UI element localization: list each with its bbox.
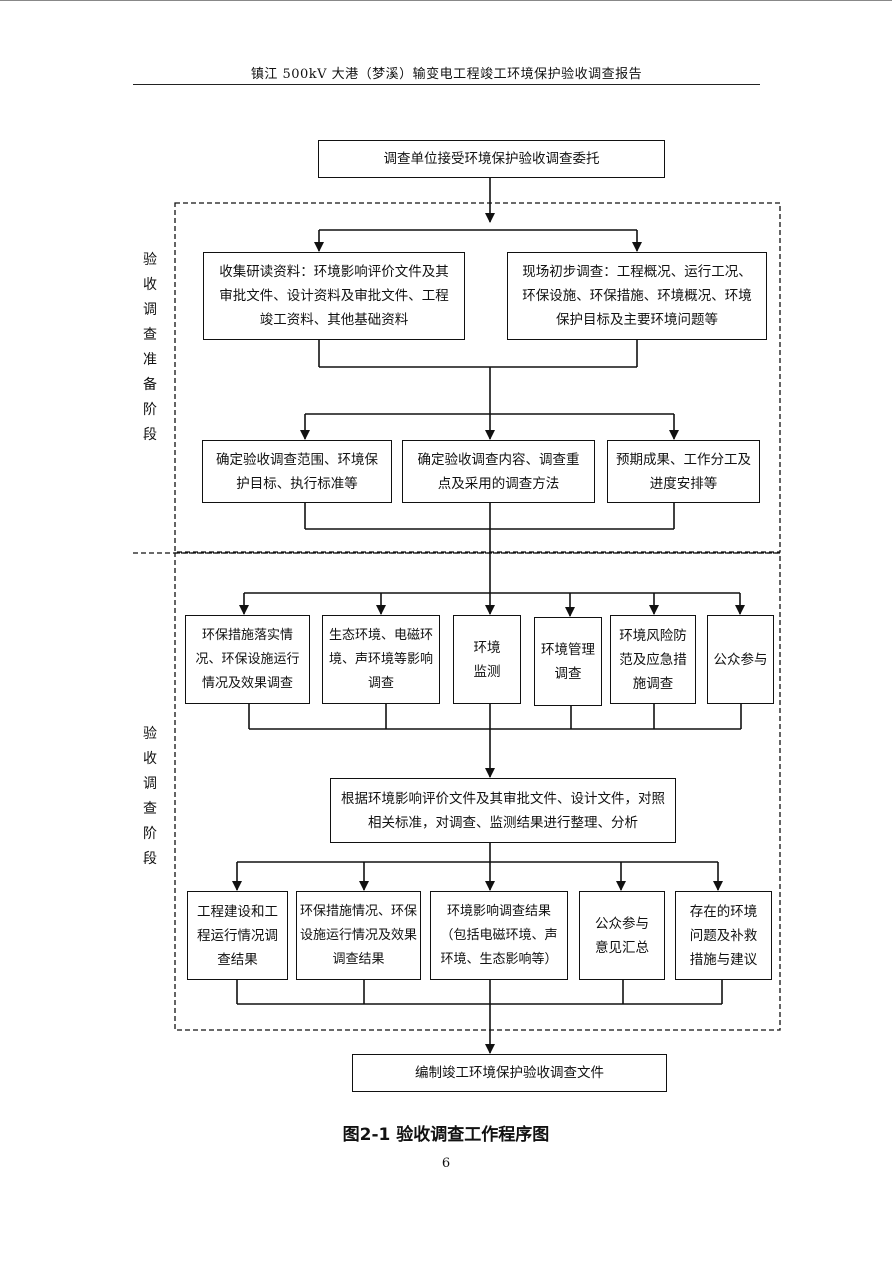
box-text: 公众参与 [713,651,768,668]
page-top-rule [0,0,892,1]
report-header: 镇江 500kV 大港（梦溪）输变电工程竣工环境保护验收调查报告 [250,67,643,82]
box-text: 收集研读资料：环境影响评价文件及其审批文件、设计资料及审批文件、工程竣工资料、其… [219,264,449,328]
stage-frame-preparation [174,202,781,553]
box-result-impact: 环境影响调查结果（包括电磁环境、声环境、生态影响等） [430,891,568,980]
stage-label-investigation: 验收调查阶段 [141,722,159,872]
box-result-problems: 存在的环境问题及补救措施与建议 [675,891,772,980]
box-schedule: 预期成果、工作分工及进度安排等 [607,440,760,503]
box-text: 环境风险防范及应急措施调查 [619,627,687,692]
box-text: 存在的环境问题及补救措施与建议 [689,903,758,968]
stage-label-text: 验收调查准备阶段 [143,252,157,443]
box-compile-report: 编制竣工环境保护验收调查文件 [352,1054,667,1092]
box-text: 公众参与意见汇总 [595,915,649,956]
box-text: 确定验收调查内容、调查重点及采用的调查方法 [417,451,580,492]
box-text: 预期成果、工作分工及进度安排等 [616,451,751,492]
box-management-survey: 环境管理调查 [534,617,602,706]
box-result-measures: 环保措施情况、环保设施运行情况及效果调查结果 [296,891,421,980]
header-rule [133,84,760,85]
box-determine-scope: 确定验收调查范围、环境保护目标、执行标准等 [202,440,392,503]
box-result-public: 公众参与意见汇总 [579,891,665,980]
box-text: 环境管理调查 [541,641,595,682]
box-text: 调查单位接受环境保护验收调查委托 [383,151,600,167]
box-impact-survey: 生态环境、电磁环境、声环境等影响调查 [322,615,440,704]
box-text: 环境监测 [473,639,501,680]
box-text: 编制竣工环境保护验收调查文件 [415,1065,604,1081]
box-monitoring: 环境监测 [453,615,521,704]
stage-label-preparation: 验收调查准备阶段 [141,248,159,448]
box-text: 环保措施落实情况、环保设施运行情况及效果调查 [195,627,300,691]
box-site-survey: 现场初步调查：工程概况、运行工况、环保设施、环保措施、环境概况、环境保护目标及主… [507,252,767,340]
box-text: 确定验收调查范围、环境保护目标、执行标准等 [216,451,378,492]
page-number: 6 [441,1156,451,1171]
stage-frame-investigation [174,552,781,1031]
figure-caption: 图2-1 验收调查工作程序图 [342,1125,550,1145]
box-text: 环境影响调查结果（包括电磁环境、声环境、生态影响等） [440,903,558,967]
box-analysis: 根据环境影响评价文件及其审批文件、设计文件，对照相关标准，对调查、监测结果进行整… [330,778,676,843]
box-risk-survey: 环境风险防范及应急措施调查 [610,615,696,704]
stage-label-text: 验收调查阶段 [143,726,157,867]
box-measures-survey: 环保措施落实情况、环保设施运行情况及效果调查 [185,615,310,704]
box-text: 环保措施情况、环保设施运行情况及效果调查结果 [299,903,417,967]
box-public-participation: 公众参与 [707,615,774,704]
box-text: 工程建设和工程运行情况调查结果 [197,903,278,968]
box-text: 生态环境、电磁环境、声环境等影响调查 [328,627,433,691]
box-determine-content: 确定验收调查内容、调查重点及采用的调查方法 [402,440,595,503]
box-collect-materials: 收集研读资料：环境影响评价文件及其审批文件、设计资料及审批文件、工程竣工资料、其… [203,252,465,340]
box-text: 根据环境影响评价文件及其审批文件、设计文件，对照相关标准，对调查、监测结果进行整… [341,790,665,831]
box-result-construction: 工程建设和工程运行情况调查结果 [187,891,288,980]
box-accept-commission: 调查单位接受环境保护验收调查委托 [318,140,665,178]
box-text: 现场初步调查：工程概况、运行工况、环保设施、环保措施、环境概况、环境保护目标及主… [522,264,752,328]
